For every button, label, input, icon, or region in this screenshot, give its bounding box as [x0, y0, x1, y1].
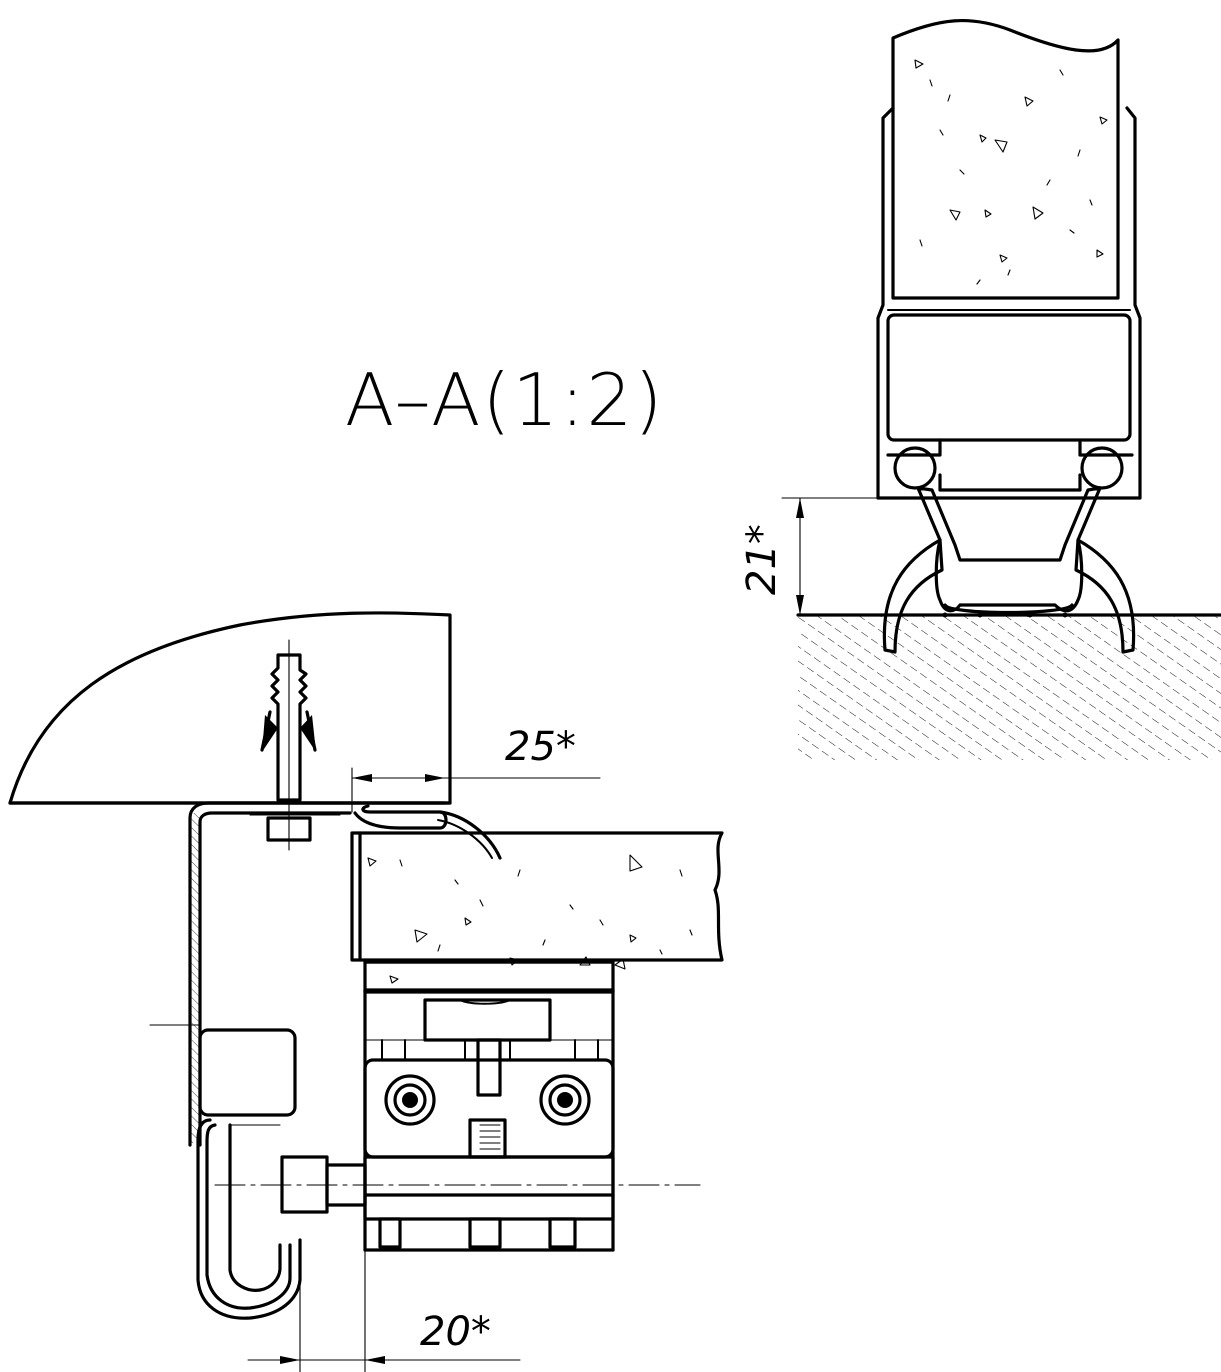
dimension-25: 25*	[505, 724, 576, 770]
concrete-speckle	[914, 59, 1108, 285]
section-title: A–A(1:2)	[345, 358, 664, 442]
panel-speckle	[367, 854, 693, 984]
sliding-carriage-section	[8, 611, 724, 1372]
door-bottom-section	[781, 18, 1221, 760]
dimension-20: 20*	[420, 1309, 491, 1355]
dimension-21: 21*	[739, 524, 785, 595]
